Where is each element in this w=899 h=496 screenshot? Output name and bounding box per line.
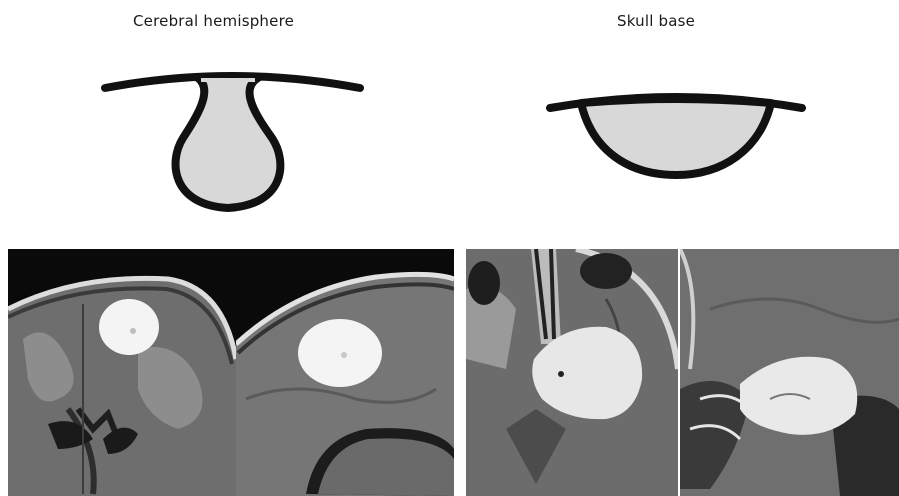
cerebral-hemisphere-schematic [105, 76, 360, 208]
mri-axial-image [466, 249, 678, 496]
mri-axial-skull-base-panel [466, 249, 678, 496]
globular-lesion-diagram [0, 0, 899, 240]
skull-base-schematic [550, 97, 802, 175]
enhancing-tumor-sagittal [298, 319, 382, 387]
mri-sagittal-skull-base-image [680, 249, 899, 496]
mri-sagittal-skull-base-panel [680, 249, 899, 496]
en-plaque-tumor-shape [581, 99, 771, 175]
mri-coronal-convexity-panel [8, 249, 236, 496]
globular-tumor-shape [176, 78, 281, 208]
enhancing-tumor-coronal [99, 299, 159, 355]
mri-sagittal-convexity-panel [236, 249, 454, 496]
mri-sagittal-image [236, 249, 454, 496]
mri-coronal-image [8, 249, 236, 496]
